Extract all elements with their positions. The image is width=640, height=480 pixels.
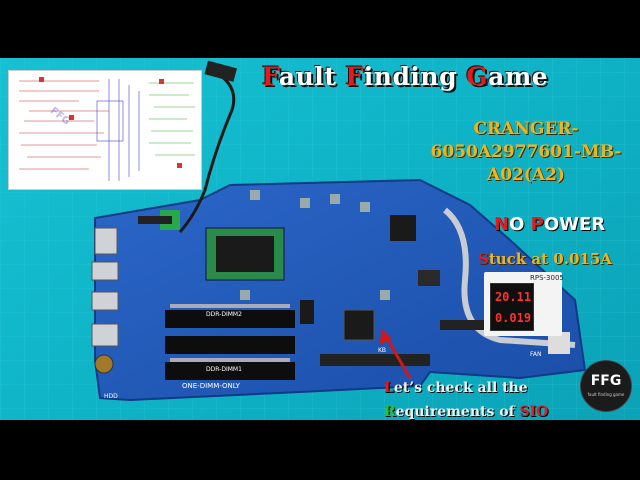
logo-tagline: fault finding game (587, 392, 625, 397)
note-r: R (384, 404, 396, 420)
title-ame: ame (488, 62, 549, 91)
title-ault: ault (278, 62, 346, 91)
note-line2: equirements of (395, 404, 520, 420)
dimm2-label: DDR-DIMM2 (206, 311, 242, 318)
stuck-rest: tuck at 0.015A (488, 250, 612, 268)
no-power-o: O (509, 214, 531, 235)
no-power-ower: OWER (543, 214, 606, 235)
note-l: L (384, 380, 394, 396)
sio-check-note: Let’s check all the Requirements of SIO (384, 376, 564, 424)
note-line1: et’s check all the (393, 380, 528, 396)
meter-current: 0.019 (494, 311, 532, 325)
dimm1-label: DDR-DIMM1 (206, 366, 242, 373)
meter-display: 20.11 0.019 (490, 283, 534, 331)
schematic-thumbnail: FFG (8, 70, 202, 190)
note-sio: SIO (519, 404, 549, 420)
no-power-label: NO POWER (494, 214, 605, 235)
title-g: G (466, 62, 489, 91)
logo-text: FFG (590, 373, 622, 389)
one-dimm-label: ONE-DIMM-ONLY (182, 382, 241, 390)
ffg-logo: FFG fault finding game (580, 360, 632, 412)
no-power-n: N (494, 214, 510, 235)
title-f2: F (345, 62, 364, 91)
meter-voltage: 20.11 (494, 290, 532, 304)
title-f1: F (262, 62, 279, 91)
hdd-label: HDD (104, 393, 118, 400)
stuck-s: S (478, 250, 489, 268)
fan-label: FAN (530, 351, 542, 358)
no-power-p: P (530, 214, 544, 235)
title-inding: inding (363, 62, 467, 91)
power-supply-meter: 20.11 0.019 (484, 272, 562, 336)
board-model-label: CRANGER-6050A2977601-MB-A02(A2) (430, 119, 622, 185)
schematic-drawing (19, 77, 195, 181)
stuck-current-label: Stuck at 0.015A (478, 250, 612, 268)
meter-model-label: RPS-3005 (530, 274, 564, 282)
page-title: Fault Finding Game (262, 62, 548, 91)
kb-label: KB (378, 347, 386, 354)
